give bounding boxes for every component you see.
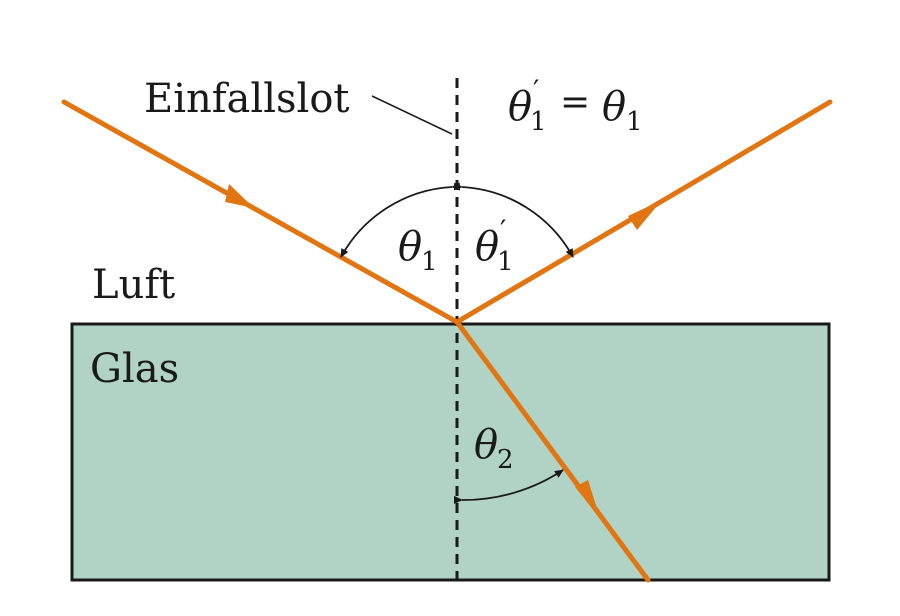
incident-ray <box>61 99 460 325</box>
svg-text:1: 1 <box>530 107 547 137</box>
svg-text:1: 1 <box>421 247 438 277</box>
svg-text:′: ′ <box>533 74 539 107</box>
svg-text:=: = <box>560 82 590 123</box>
svg-text:θ: θ <box>474 422 498 468</box>
svg-text:θ: θ <box>508 84 532 130</box>
svg-text:θ: θ <box>475 224 499 270</box>
glass-block <box>70 322 831 582</box>
refracted-ray <box>454 319 651 583</box>
svg-text:θ: θ <box>398 224 422 270</box>
svg-text:′: ′ <box>500 214 506 247</box>
glass-label: Glas <box>90 346 179 392</box>
svg-text:1: 1 <box>626 107 643 137</box>
normal-label-leader <box>371 95 453 135</box>
svg-text:2: 2 <box>497 445 514 475</box>
air-label: Luft <box>92 262 175 308</box>
svg-text:θ: θ <box>602 84 626 130</box>
angle-arc-refraction <box>453 469 564 504</box>
angle-label-reflection: θ ′ 1 <box>475 214 514 277</box>
angle-arc-reflection <box>453 182 574 258</box>
angle-label-incidence: θ 1 <box>398 224 438 277</box>
svg-text:1: 1 <box>497 247 514 277</box>
reflected-ray-arrow <box>628 200 662 230</box>
reflection-law-equation: θ ′ 1 = θ 1 <box>508 74 643 137</box>
angle-arc-incidence <box>340 182 461 258</box>
refracted-ray-arrow <box>575 480 600 518</box>
normal-label: Einfallslot <box>144 76 349 122</box>
incident-ray-arrow <box>225 184 254 208</box>
angle-label-refraction: θ 2 <box>474 422 514 475</box>
